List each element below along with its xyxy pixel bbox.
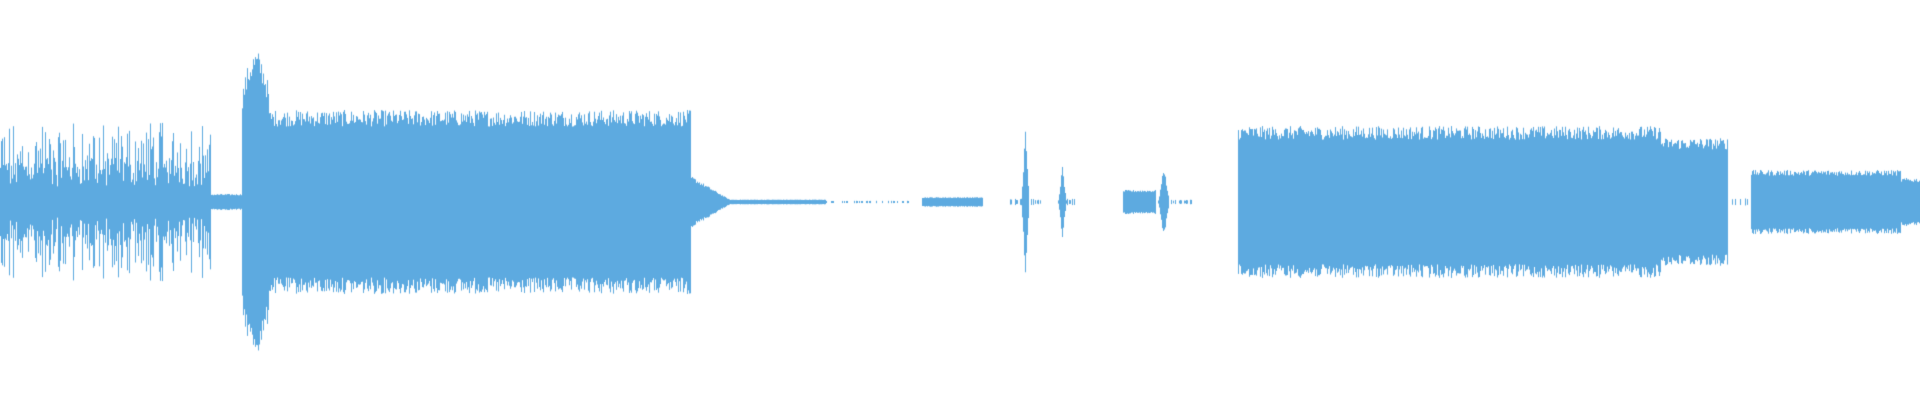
audio-waveform	[0, 0, 1920, 400]
